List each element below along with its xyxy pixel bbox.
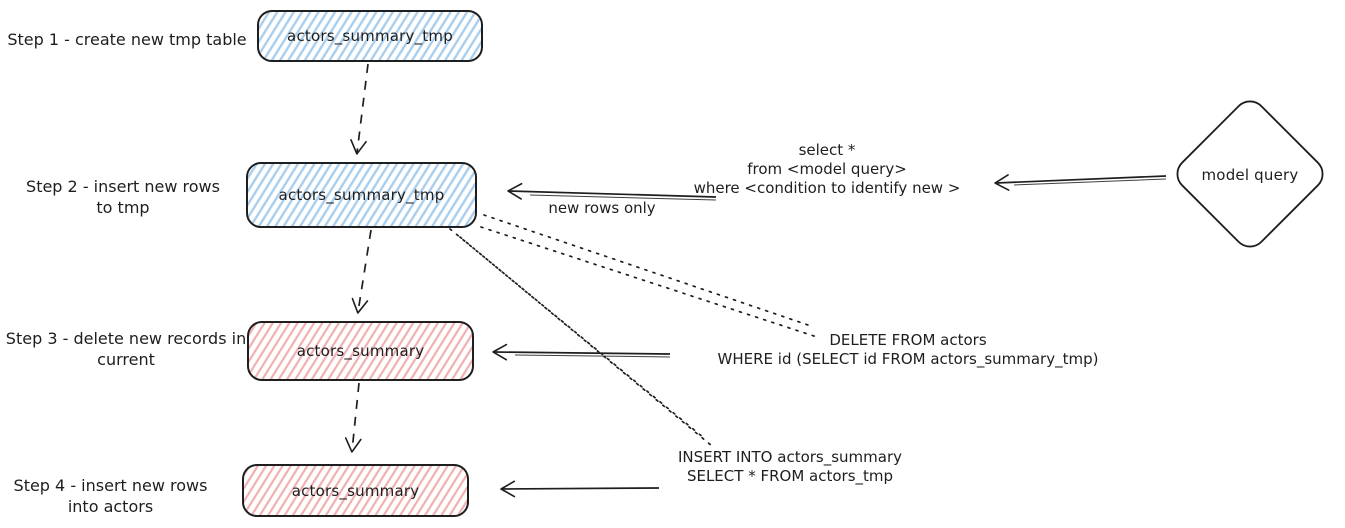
arrow-modelquery-to-select (994, 174, 1167, 191)
step4-box-label: actors_summary (291, 481, 420, 500)
step3-box-label: actors_summary (296, 342, 425, 360)
step1-box-label: actors_summary_tmp (287, 27, 453, 45)
select-query-text: select * from <model query> where <condi… (647, 141, 1007, 198)
delete-query-text: DELETE FROM actors WHERE id (SELECT id F… (678, 331, 1138, 369)
new-rows-only-label: new rows only (548, 199, 656, 217)
model-query-label: model query (1201, 166, 1299, 184)
arrow-select-to-step2 (507, 182, 717, 200)
dotted-step2-to-insert-1 (449, 228, 705, 439)
step2-caption: Step 2 - insert new rows to tmp (17, 176, 229, 218)
select-query-line1: select * (798, 141, 856, 159)
dotted-step2-to-insert-2 (459, 236, 713, 447)
arrow-delete-to-step3-sketch (514, 354, 671, 358)
step2-table-box (246, 162, 477, 228)
step2-caption-line1: Step 2 - insert new rows (26, 177, 220, 196)
select-query-line2: from <model query> (747, 160, 907, 178)
step3-caption-line2: current (97, 350, 155, 369)
step4-caption-line1: Step 4 - insert new rows (13, 476, 208, 495)
insert-query-line1: INSERT INTO actors_summary (677, 448, 903, 466)
arrow-step3-to-step4 (344, 382, 362, 453)
step1-caption-line1: Step 1 - create new tmp table (7, 30, 247, 49)
step3-table-box (247, 321, 474, 381)
arrow-insert-to-step4 (500, 480, 660, 498)
step4-caption: Step 4 - insert new rows into actors (8, 475, 213, 517)
model-query-diamond (1176, 100, 1324, 248)
arrow-step2-to-step3 (351, 229, 372, 314)
step2-caption-line2: to tmp (96, 198, 150, 217)
delete-query-line1: DELETE FROM actors (829, 331, 987, 349)
step1-table-box (257, 10, 483, 62)
step1-caption: Step 1 - create new tmp table (6, 29, 248, 50)
insert-query-text: INSERT INTO actors_summary SELECT * FROM… (630, 448, 950, 486)
arrow-delete-to-step3 (492, 343, 671, 361)
step4-table-box (242, 464, 469, 517)
dotted-step2-to-delete-2 (480, 226, 821, 339)
select-query-line3: where <condition to identify new > (693, 179, 961, 197)
dotted-step2-to-delete-1 (483, 214, 815, 328)
step3-caption: Step 3 - delete new records in current (4, 328, 248, 370)
step4-caption-line2: into actors (67, 497, 154, 516)
insert-query-line2: SELECT * FROM actors_tmp (686, 467, 894, 485)
arrow-step1-to-step2 (350, 63, 369, 155)
step3-caption-line1: Step 3 - delete new records in (5, 329, 247, 348)
delete-query-line2: WHERE id (SELECT id FROM actors_summary_… (717, 350, 1099, 368)
step2-box-label: actors_summary_tmp (278, 186, 445, 204)
arrow-select-to-step2-sketch (529, 194, 717, 201)
arrow-modelquery-to-select-sketch (1013, 178, 1167, 186)
